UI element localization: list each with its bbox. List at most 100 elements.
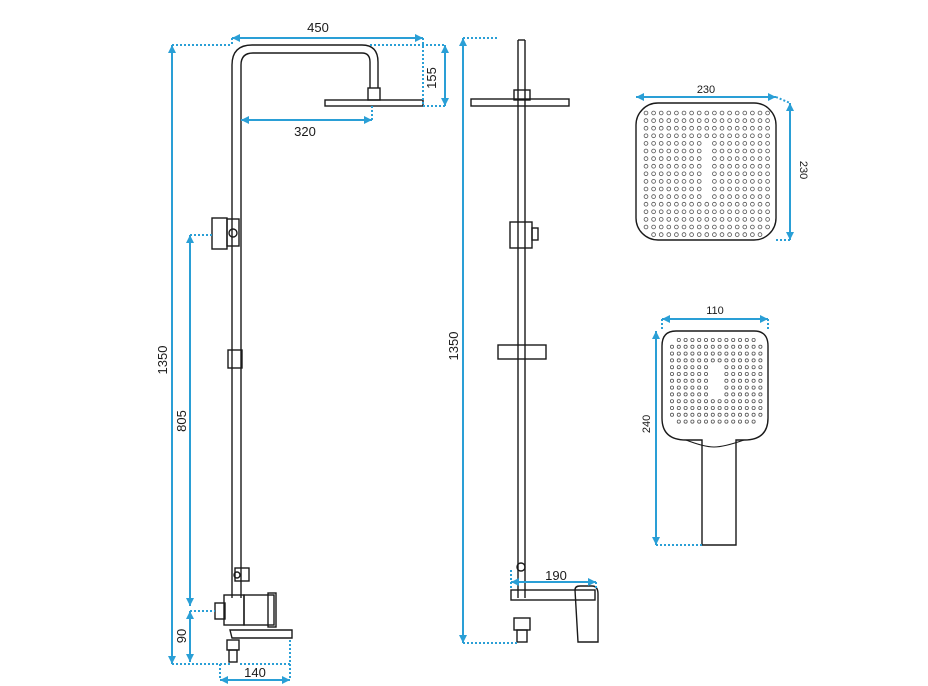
nozzle-dot <box>750 163 755 169</box>
nozzle-dot <box>704 378 709 383</box>
nozzle-dot <box>704 371 709 376</box>
nozzle-dot <box>765 148 770 154</box>
hand-nozzle-grid <box>670 337 763 424</box>
nozzle-dot <box>727 125 732 131</box>
nozzle-dot <box>683 392 688 397</box>
nozzle-dot <box>681 156 687 161</box>
nozzle-dot <box>681 148 687 154</box>
nozzle-dot <box>690 337 695 342</box>
nozzle-dot <box>719 171 725 177</box>
nozzle-dot <box>666 179 672 184</box>
nozzle-dot <box>757 232 763 237</box>
nozzle-dot <box>696 224 702 230</box>
nozzle-dot <box>717 412 722 417</box>
nozzle-dot <box>651 118 656 123</box>
nozzle-dot <box>689 209 694 215</box>
nozzle-dot <box>676 337 681 342</box>
nozzle-dot <box>727 232 732 237</box>
nozzle-dot <box>681 217 687 222</box>
nozzle-dot <box>757 179 763 184</box>
nozzle-dot <box>704 365 709 370</box>
nozzle-dot <box>689 201 694 207</box>
nozzle-dot <box>681 118 687 123</box>
nozzle-dot <box>674 179 679 184</box>
nozzle-dot <box>697 365 702 370</box>
head-nozzle-grid <box>643 110 770 237</box>
nozzle-dot <box>750 110 755 116</box>
nozzle-dot <box>704 351 709 356</box>
nozzle-dot <box>734 125 740 131</box>
nozzle-dot <box>696 209 702 215</box>
nozzle-dot <box>765 118 770 123</box>
nozzle-dot <box>696 148 702 154</box>
nozzle-dot <box>719 110 725 116</box>
nozzle-dot <box>765 141 770 146</box>
front-view <box>470 39 599 643</box>
nozzle-dot <box>731 351 736 356</box>
nozzle-dot <box>734 201 740 207</box>
nozzle-dot <box>758 365 763 370</box>
nozzle-dot <box>751 365 756 370</box>
nozzle-dot <box>689 217 694 222</box>
nozzle-dot <box>690 358 695 363</box>
nozzle-dot <box>689 232 694 237</box>
nozzle-dot <box>696 125 702 131</box>
nozzle-dot <box>666 118 672 123</box>
nozzle-dot <box>734 133 740 139</box>
nozzle-dot <box>727 201 732 207</box>
nozzle-dot <box>704 110 710 116</box>
nozzle-dot <box>689 171 694 177</box>
nozzle-dot <box>658 232 664 237</box>
nozzle-dot <box>734 163 740 169</box>
nozzle-dot <box>690 371 695 376</box>
nozzle-dot <box>683 337 688 342</box>
nozzle-dot <box>757 209 763 215</box>
nozzle-dot <box>683 351 688 356</box>
nozzle-dot <box>738 399 743 404</box>
nozzle-dot <box>742 171 748 177</box>
nozzle-dot <box>643 194 649 199</box>
nozzle-dot <box>683 371 688 376</box>
nozzle-dot <box>689 133 694 139</box>
nozzle-dot <box>724 392 729 397</box>
label-mixer-height: 90 <box>174 629 189 643</box>
nozzle-dot <box>758 358 763 363</box>
nozzle-dot <box>670 405 675 410</box>
nozzle-dot <box>750 232 755 237</box>
nozzle-dot <box>666 148 672 154</box>
nozzle-dot <box>696 232 702 237</box>
nozzle-dot <box>712 163 717 169</box>
nozzle-dot <box>658 118 664 123</box>
nozzle-dot <box>643 201 649 207</box>
nozzle-dot <box>674 224 679 230</box>
nozzle-dot <box>712 110 717 116</box>
nozzle-dot <box>751 344 756 349</box>
side-view <box>211 44 424 663</box>
nozzle-dot <box>742 224 748 230</box>
label-hand-width: 110 <box>706 305 724 317</box>
nozzle-dot <box>696 156 702 161</box>
nozzle-dot <box>724 405 729 410</box>
nozzle-dot <box>704 224 710 230</box>
nozzle-dot <box>710 358 715 363</box>
nozzle-dot <box>712 232 717 237</box>
nozzle-dot <box>744 351 749 356</box>
hand-labels: 110 240 <box>641 305 724 433</box>
nozzle-dot <box>643 141 649 146</box>
head-shower-top-view <box>635 102 777 241</box>
nozzle-dot <box>651 209 656 215</box>
nozzle-dot <box>712 201 717 207</box>
nozzle-dot <box>734 217 740 222</box>
nozzle-dot <box>719 224 725 230</box>
nozzle-dot <box>697 358 702 363</box>
nozzle-dot <box>651 163 656 169</box>
nozzle-dot <box>658 171 664 177</box>
nozzle-dot <box>643 224 649 230</box>
nozzle-dot <box>690 378 695 383</box>
nozzle-dot <box>757 171 763 177</box>
nozzle-dot <box>734 118 740 123</box>
nozzle-dot <box>712 194 717 199</box>
nozzle-dot <box>727 110 732 116</box>
nozzle-dot <box>689 141 694 146</box>
nozzle-dot <box>690 392 695 397</box>
